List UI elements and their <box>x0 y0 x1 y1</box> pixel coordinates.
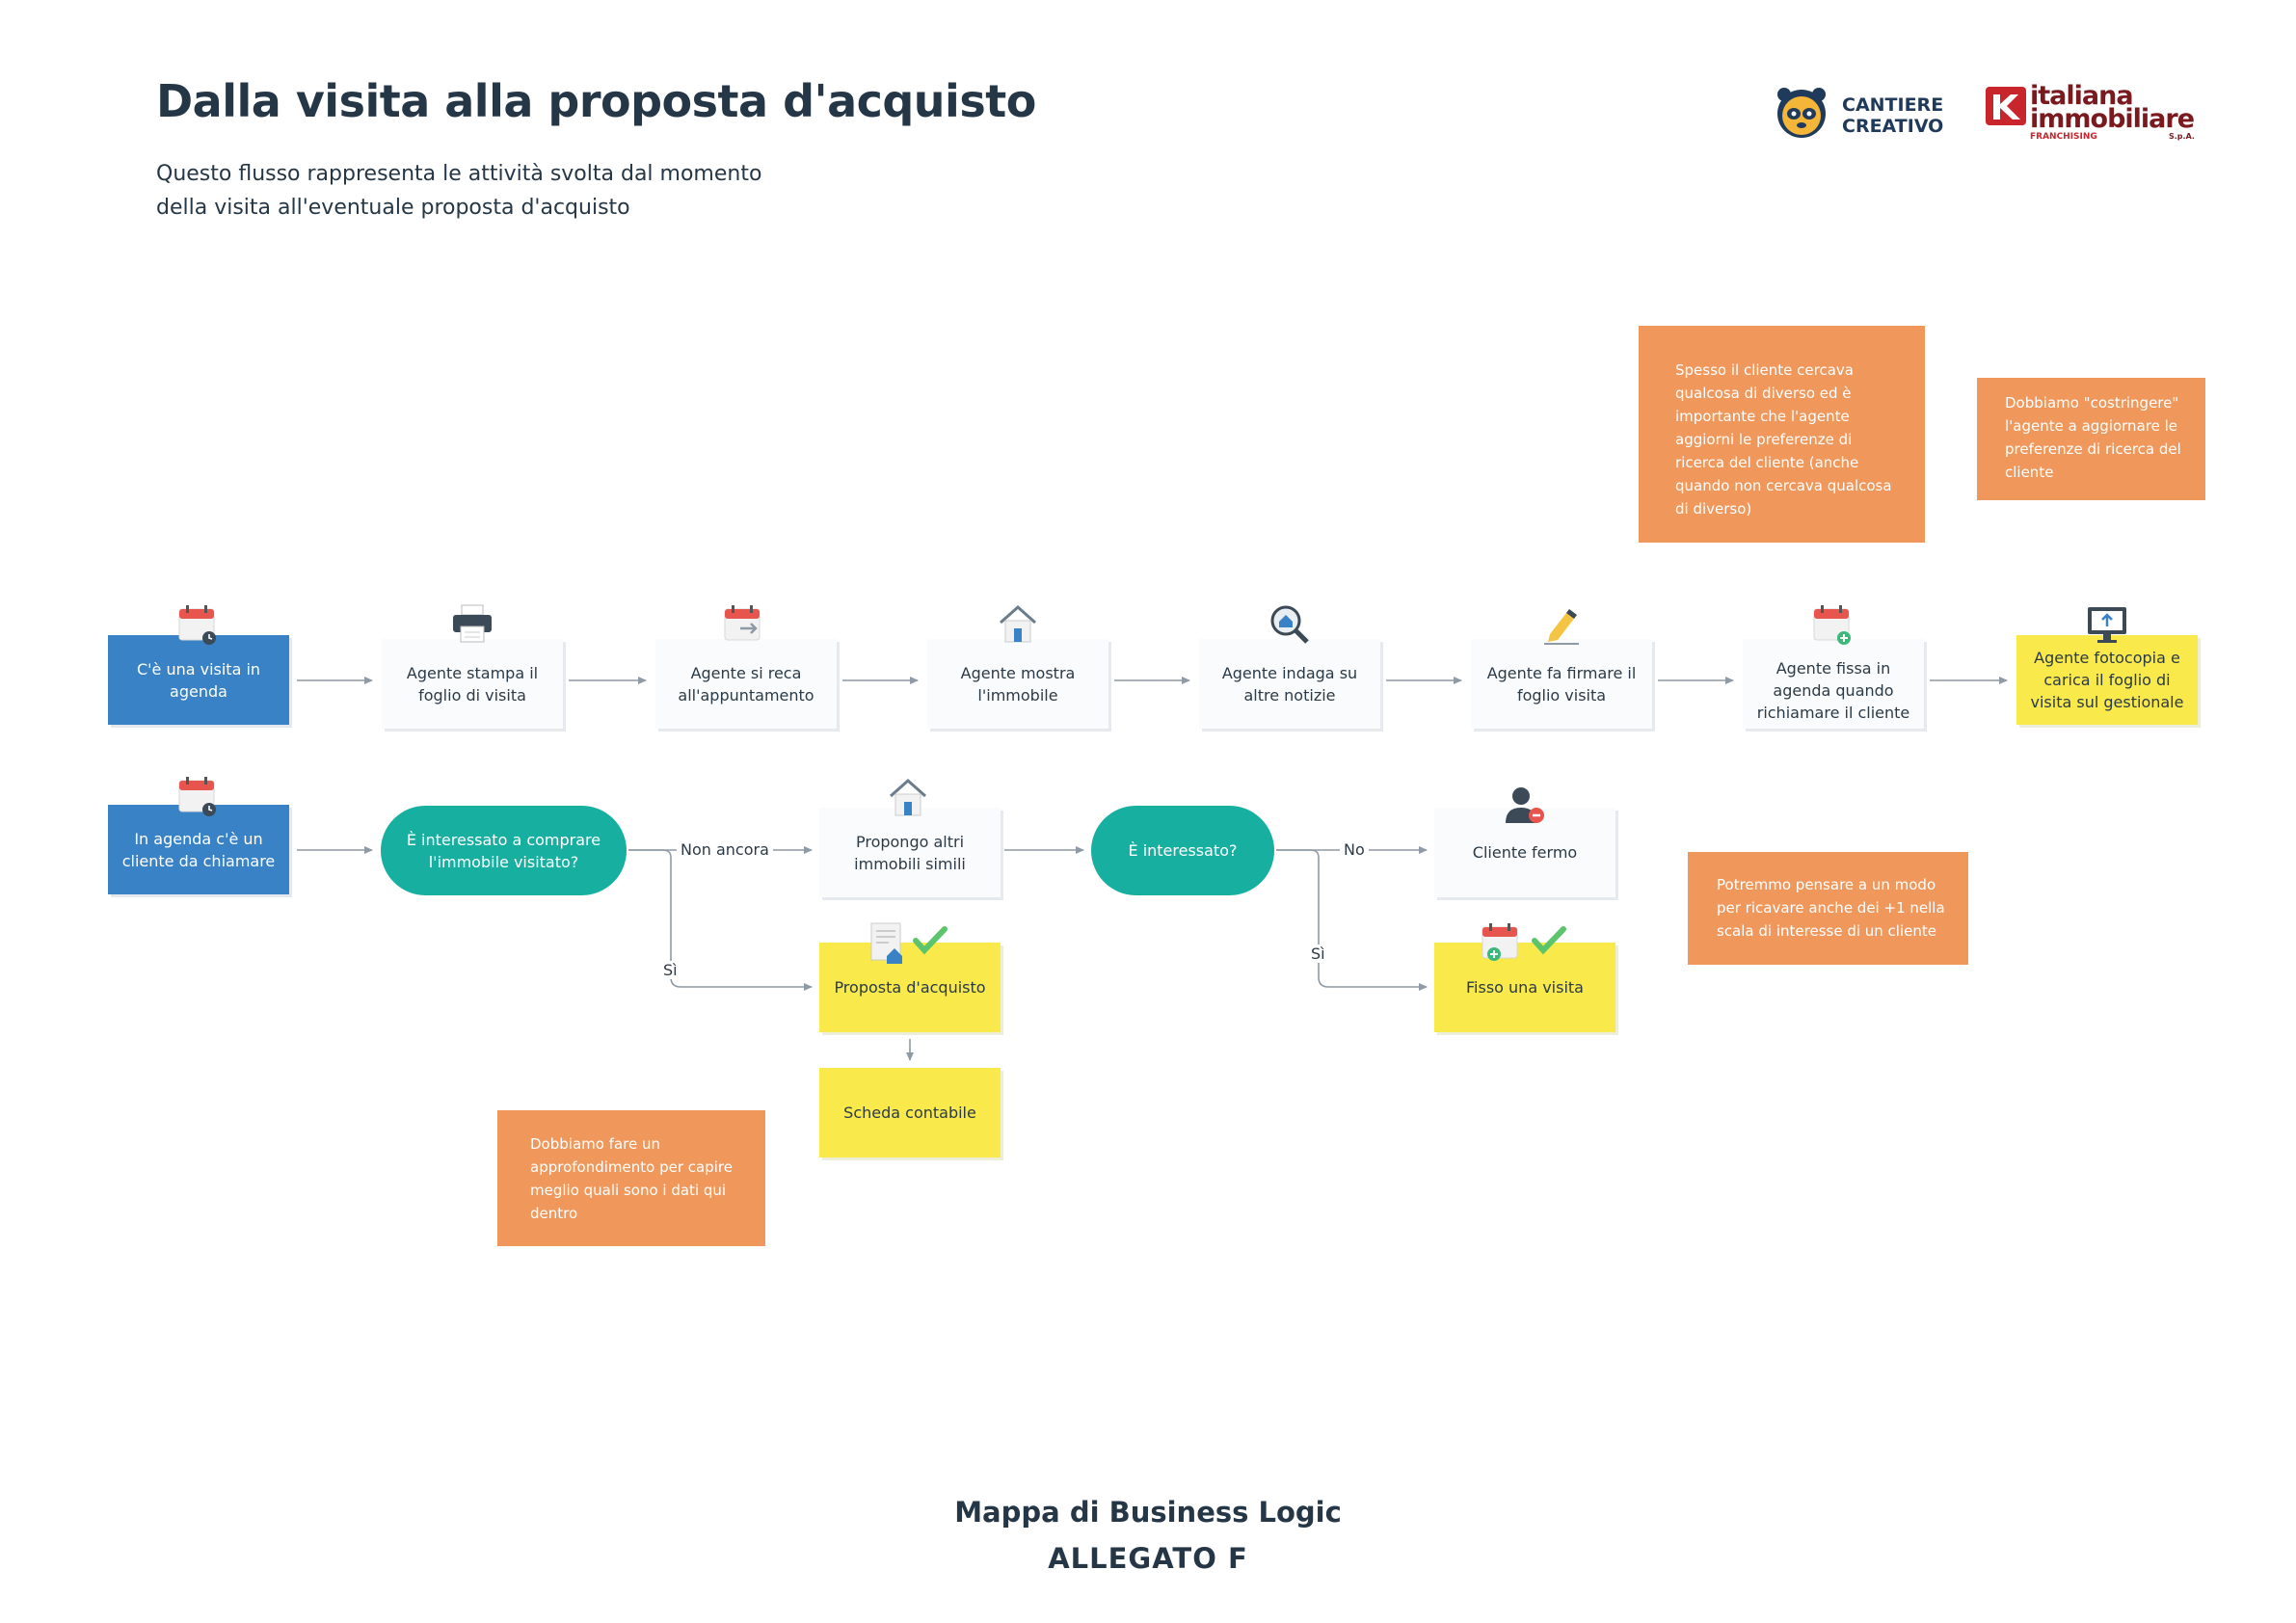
note-text: Potremmo pensare a un modo per ricavare … <box>1717 876 1945 940</box>
node-fisso-visita[interactable]: Fisso una visita <box>1434 943 1615 1032</box>
page-subtitle: Questo flusso rappresenta le attività sv… <box>156 157 850 225</box>
printer-icon <box>453 604 492 643</box>
italiana-line-2: immobiliare <box>2030 104 2195 134</box>
note-approfondimento: Dobbiamo fare un approfondimento per cap… <box>497 1110 765 1246</box>
node-reca-appuntamento[interactable]: Agente si reca all'appuntamento <box>655 639 837 729</box>
node-label: In agenda c'è un cliente da chiamare <box>121 829 276 870</box>
node-indaga-notizie[interactable]: Agente indaga su altre notizie <box>1199 639 1380 729</box>
italiana-line-3: FRANCHISING <box>2030 132 2097 142</box>
node-fissa-richiamo[interactable]: Agente fissa in agenda quando richiamare… <box>1743 639 1924 729</box>
decision-interessato[interactable]: È interessato? <box>1091 806 1274 895</box>
edge-label-no: No <box>1340 840 1369 859</box>
node-label: Agente stampa il foglio di visita <box>406 663 539 705</box>
node-mostra-immobile[interactable]: Agente mostra l'immobile <box>927 639 1108 729</box>
italiana-mark-icon <box>1986 87 2026 125</box>
calendar-plus-check-icon <box>1482 923 1566 961</box>
edge-decision1-proposta <box>628 849 813 991</box>
note-text: Dobbiamo "costringere" l'agente a aggior… <box>2005 394 2181 481</box>
italiana-line-4: S.p.A. <box>2169 132 2195 141</box>
node-label: Propongo altri immobili simili <box>854 832 966 873</box>
node-firmare-foglio[interactable]: Agente fa firmare il foglio visita <box>1471 639 1652 729</box>
monitor-upload-icon <box>2088 607 2126 643</box>
house-icon <box>890 778 926 816</box>
calendar-arrow-icon <box>724 605 761 641</box>
note-preferenze-cliente: Spesso il cliente cercava qualcosa di di… <box>1639 326 1925 543</box>
edge-decision2-fisso <box>1276 849 1428 991</box>
note-costringere-agente: Dobbiamo "costringere" l'agente a aggior… <box>1977 378 2205 500</box>
node-stampa-foglio[interactable]: Agente stampa il foglio di visita <box>382 639 563 729</box>
node-proposta-acquisto[interactable]: Proposta d'acquisto <box>819 943 1001 1032</box>
node-label: Agente indaga su altre notizie <box>1221 663 1358 705</box>
subtitle-line-2: della visita all'eventuale proposta d'ac… <box>156 196 630 220</box>
note-scala-interesse: Potremmo pensare a un modo per ricavare … <box>1688 852 1968 965</box>
note-text: Dobbiamo fare un approfondimento per cap… <box>530 1135 733 1222</box>
node-label: C'è una visita in agenda <box>136 659 261 701</box>
house-icon <box>1000 604 1036 643</box>
node-carica-gestionale[interactable]: Agente fotocopia e carica il foglio di v… <box>2016 635 2198 725</box>
node-visita-in-agenda[interactable]: C'è una visita in agenda <box>108 635 289 725</box>
italiana-line-1: italiana <box>2030 81 2134 111</box>
pen-sign-icon <box>1544 609 1579 645</box>
user-minus-icon <box>1506 787 1544 823</box>
node-label: È interessato a comprare l'immobile visi… <box>406 830 601 871</box>
node-scheda-contabile[interactable]: Scheda contabile <box>819 1068 1001 1157</box>
footer-subtitle: ALLEGATO F <box>1048 1542 1248 1575</box>
node-label: Scheda contabile <box>843 1104 976 1122</box>
page-title: Dalla visita alla proposta d'acquisto <box>156 75 1036 127</box>
calendar-plus-icon <box>1813 605 1851 645</box>
edge-label-si-2: Sì <box>1307 945 1329 963</box>
node-cliente-da-chiamare[interactable]: In agenda c'è un cliente da chiamare <box>108 805 289 894</box>
decision-interessato-comprare[interactable]: È interessato a comprare l'immobile visi… <box>381 806 627 895</box>
node-propongo-simili[interactable]: Propongo altri immobili simili <box>819 808 1001 897</box>
footer-title: Mappa di Business Logic <box>954 1496 1342 1529</box>
cantiere-creativo-logo: CANTIERE CREATIVO <box>1774 85 1957 143</box>
node-label: Cliente fermo <box>1472 843 1578 862</box>
document-house-check-icon <box>870 922 948 964</box>
node-label: Fisso una visita <box>1466 978 1584 997</box>
node-label: Proposta d'acquisto <box>834 978 986 997</box>
note-text: Spesso il cliente cercava qualcosa di di… <box>1675 361 1892 518</box>
node-label: Agente fotocopia e carica il foglio di v… <box>2030 649 2184 711</box>
node-label: Agente mostra l'immobile <box>960 663 1076 705</box>
edge-label-non-ancora: Non ancora <box>677 840 773 859</box>
calendar-clock-icon <box>178 777 216 816</box>
calendar-clock-icon <box>178 605 216 645</box>
node-label: Agente fissa in agenda quando richiamare… <box>1756 659 1910 722</box>
cantiere-line-2: CREATIVO <box>1842 116 1944 137</box>
node-label: È interessato? <box>1128 841 1238 860</box>
italiana-immobiliare-logo: italiana immobiliare FRANCHISING S.p.A. <box>1986 81 2198 148</box>
subtitle-line-1: Questo flusso rappresenta le attività sv… <box>156 162 762 186</box>
edge-label-si-1: Sì <box>659 961 681 979</box>
cantiere-line-1: CANTIERE <box>1842 94 1944 116</box>
node-label: Agente si reca all'appuntamento <box>678 663 814 705</box>
panda-icon <box>1777 88 1826 138</box>
magnifier-house-icon <box>1270 605 1309 644</box>
node-label: Agente fa firmare il foglio visita <box>1486 663 1637 705</box>
